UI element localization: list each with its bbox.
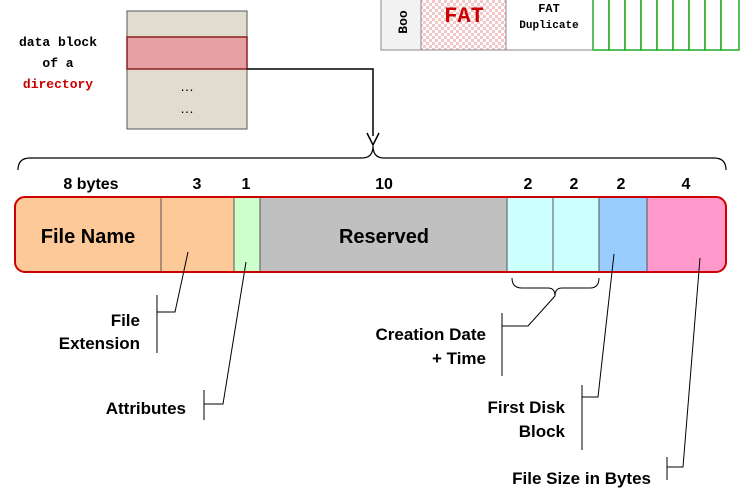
size-file-size: 4 <box>682 176 691 193</box>
field-file-name-label: File Name <box>41 226 135 248</box>
field-reserved-label: Reserved <box>339 226 429 248</box>
field-creation-time <box>552 197 600 272</box>
callout-file-extension-line2: Extension <box>59 334 140 353</box>
directory-entry: File Name Reserved <box>14 196 727 273</box>
size-first-block: 2 <box>617 176 626 193</box>
fat-duplicate-line2: Duplicate <box>519 20 579 32</box>
zoom-arrow <box>247 68 374 136</box>
size-creation-time: 2 <box>570 176 579 193</box>
fat-duplicate-region <box>505 0 594 51</box>
field-file-size <box>646 197 726 272</box>
field-file-name <box>15 197 162 272</box>
leader-file-size <box>667 257 701 468</box>
field-reserved <box>259 197 508 272</box>
field-extension <box>160 197 235 272</box>
size-file-name: 8 bytes <box>63 176 118 193</box>
boot-block <box>380 0 422 51</box>
leader-creation <box>502 295 556 327</box>
field-creation-date <box>506 197 554 272</box>
data-blocks-region <box>592 0 740 51</box>
disk-layout-strip: Boo FAT FAT Duplicate <box>380 0 740 51</box>
field-attributes <box>233 197 261 272</box>
size-attributes: 1 <box>242 176 251 193</box>
size-reserved: 10 <box>375 176 393 193</box>
ellipsis-2: … <box>180 100 194 116</box>
callout-creation-line1: Creation Date <box>375 325 486 344</box>
leader-first-block <box>582 253 615 398</box>
callout-creation-line2: + Time <box>432 349 486 368</box>
callout-first-block-line1: First Disk <box>488 398 566 417</box>
boot-label: Boo <box>396 10 411 34</box>
callout-attributes: Attributes <box>106 399 186 418</box>
size-extension: 3 <box>193 176 202 193</box>
zoom-arrow-head <box>366 132 380 147</box>
entry-brace <box>17 145 727 171</box>
callout-first-block-line2: Block <box>519 422 566 441</box>
fat-label: FAT <box>444 4 484 29</box>
fat-region <box>420 0 507 51</box>
directory-caption-line3: directory <box>23 77 93 92</box>
field-first-block <box>598 197 648 272</box>
directory-data-block: … … <box>126 10 248 130</box>
directory-caption-line2: of a <box>42 56 73 71</box>
creation-brace <box>511 277 600 297</box>
directory-entry-highlight <box>126 36 248 70</box>
entry-border <box>14 196 727 273</box>
callout-file-size: File Size in Bytes <box>512 469 651 488</box>
size-creation-date: 2 <box>524 176 533 193</box>
directory-caption-line1: data block <box>19 35 97 50</box>
ellipsis-1: … <box>180 78 194 94</box>
leader-extension <box>157 251 189 313</box>
fat-duplicate-line1: FAT <box>538 2 560 16</box>
callout-file-extension-line1: File <box>111 311 140 330</box>
leader-attributes <box>204 261 247 405</box>
